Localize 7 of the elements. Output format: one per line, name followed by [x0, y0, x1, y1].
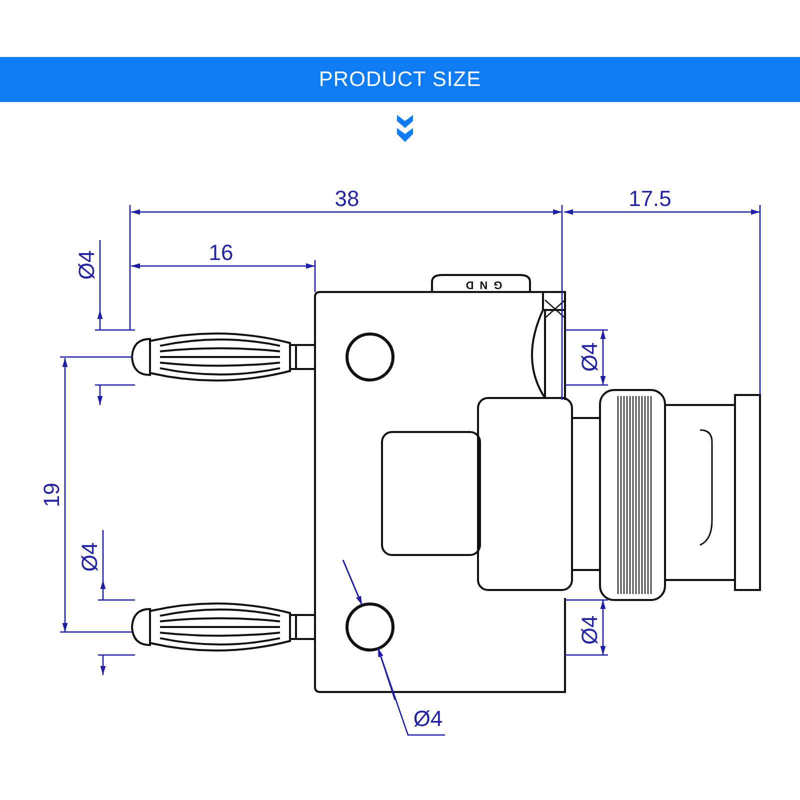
title: PRODUCT SIZE [318, 66, 482, 93]
dimension-label: Ø4 [76, 249, 98, 281]
dimension-label: Ø4 [79, 541, 101, 573]
dimension-label: Ø4 [579, 341, 601, 373]
dimension-label: Ø4 [412, 708, 444, 730]
terminal-label: GND [460, 277, 502, 292]
dimension-label: Ø4 [579, 614, 601, 646]
